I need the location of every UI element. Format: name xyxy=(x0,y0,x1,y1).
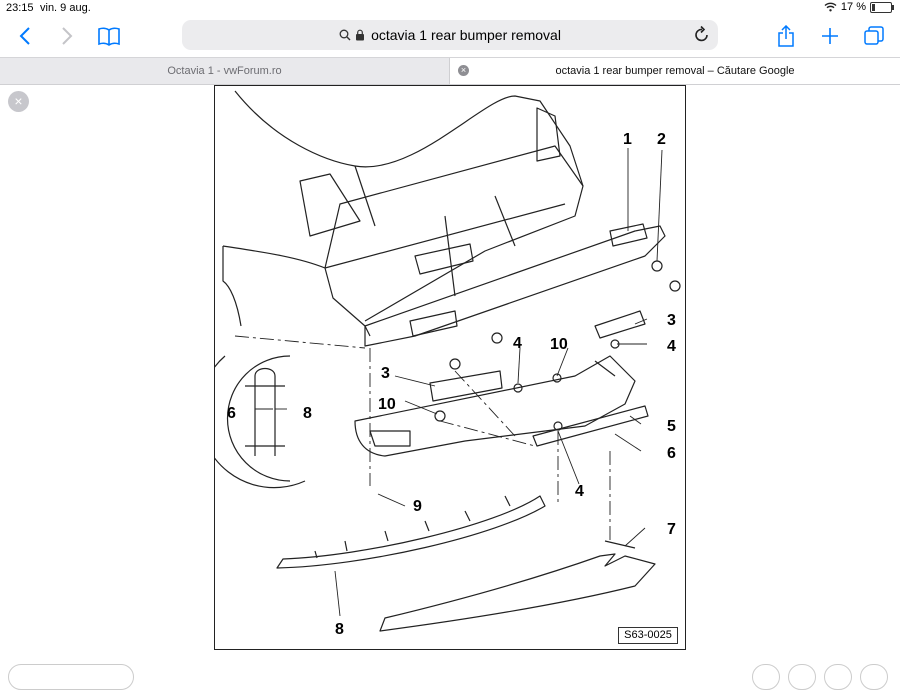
callout-3b: 3 xyxy=(381,365,390,382)
battery-fill xyxy=(872,3,876,11)
address-bar[interactable]: octavia 1 rear bumper removal xyxy=(182,20,718,50)
share-icon xyxy=(778,25,794,47)
figure-code: S63-0025 xyxy=(618,627,678,644)
callout-5: 5 xyxy=(667,418,676,435)
callout-4a: 4 xyxy=(667,338,676,355)
status-date: vin. 9 aug. xyxy=(40,2,91,14)
callout-7: 7 xyxy=(667,521,676,538)
bottom-button-3[interactable] xyxy=(824,664,852,690)
callout-6a: 6 xyxy=(667,445,676,462)
callout-8b: 8 xyxy=(303,405,312,422)
callout-8a: 8 xyxy=(335,621,344,638)
lock-icon xyxy=(356,29,365,41)
callout-2: 2 xyxy=(657,131,666,148)
tab-label: octavia 1 rear bumper removal – Căutare … xyxy=(555,65,795,77)
share-button[interactable] xyxy=(771,22,801,50)
search-icon xyxy=(339,29,351,41)
callout-4c: 4 xyxy=(575,483,584,500)
new-tab-icon xyxy=(822,28,838,44)
forward-icon xyxy=(62,27,73,45)
status-right: 17 % xyxy=(824,1,894,13)
forward-button[interactable] xyxy=(52,22,82,50)
bumper-diagram-image: 1 2 3 3 4 4 4 5 6 6 7 8 8 9 10 10 S63-00… xyxy=(214,85,686,650)
bookmarks-button[interactable] xyxy=(94,22,124,50)
callout-3a: 3 xyxy=(667,312,676,329)
tabs-icon xyxy=(864,26,884,45)
tabs-overview-button[interactable] xyxy=(859,22,889,50)
tab-bar: Octavia 1 - vwForum.ro × octavia 1 rear … xyxy=(0,57,900,85)
back-icon xyxy=(19,27,30,45)
tab-google-search[interactable]: × octavia 1 rear bumper removal – Căutar… xyxy=(450,58,900,84)
callout-4b: 4 xyxy=(513,335,522,352)
reload-icon xyxy=(695,25,708,42)
bottom-controls xyxy=(0,660,900,690)
bookmarks-icon xyxy=(98,27,120,46)
bottom-left-pill[interactable] xyxy=(8,664,134,690)
bumper-exploded-drawing: 1 2 3 3 4 4 4 5 6 6 7 8 8 9 10 10 xyxy=(215,90,681,638)
bottom-button-4[interactable] xyxy=(860,664,888,690)
url-text: octavia 1 rear bumper removal xyxy=(371,27,561,43)
battery-percent: 17 % xyxy=(840,1,866,13)
bottom-button-2[interactable] xyxy=(788,664,816,690)
callout-6b: 6 xyxy=(227,405,236,422)
status-time: 23:15 xyxy=(6,2,34,14)
reload-button[interactable] xyxy=(694,25,710,46)
browser-toolbar: octavia 1 rear bumper removal xyxy=(0,16,900,56)
status-bar: 23:15 vin. 9 aug. 17 % xyxy=(0,0,900,16)
new-tab-button[interactable] xyxy=(815,22,845,50)
callout-10a: 10 xyxy=(550,336,568,353)
bottom-button-1[interactable] xyxy=(752,664,780,690)
tab-label: Octavia 1 - vwForum.ro xyxy=(167,65,282,77)
close-icon[interactable]: × xyxy=(458,65,469,76)
callout-9: 9 xyxy=(413,498,422,515)
tab-vwforum[interactable]: Octavia 1 - vwForum.ro xyxy=(0,58,450,84)
wifi-icon xyxy=(824,2,837,12)
callout-10b: 10 xyxy=(378,396,396,413)
back-button[interactable] xyxy=(10,22,40,50)
callout-1: 1 xyxy=(623,131,632,148)
battery-icon xyxy=(870,1,894,13)
close-overlay-button[interactable]: × xyxy=(8,91,29,112)
